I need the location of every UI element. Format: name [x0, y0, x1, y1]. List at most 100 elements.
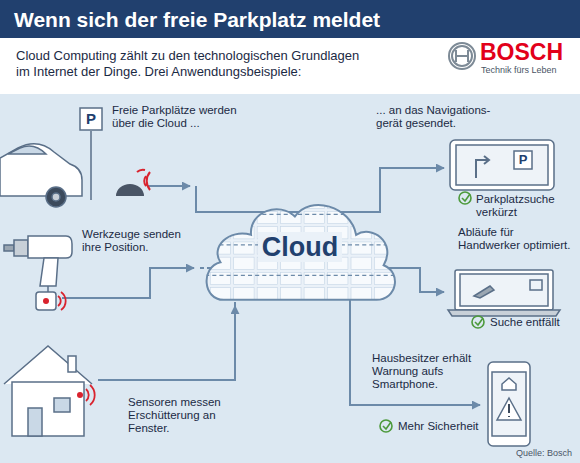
- cloud-grid: [351, 272, 371, 284]
- check-mark: [459, 192, 471, 204]
- bosch-logo-symbol: [449, 43, 475, 69]
- cloud-grid: [210, 288, 230, 300]
- step-text: Sensoren messen Erschütterung an Fenster…: [128, 396, 253, 435]
- cloud-grid: [234, 211, 254, 223]
- navigation-device: [456, 145, 548, 185]
- cloud-label: Cloud: [258, 232, 342, 262]
- laptop-illustration: [448, 310, 560, 316]
- parking-sensor: [116, 170, 150, 196]
- cloud-grid: [351, 242, 371, 254]
- cloud-grid: [198, 275, 402, 276]
- connector-line: [148, 185, 190, 187]
- position-tag: [58, 292, 66, 310]
- connector-line: [98, 306, 235, 380]
- cloud-grid: [234, 242, 254, 254]
- cloud-outline: [207, 205, 395, 300]
- step-text: Werkzeuge senden ihre Position.: [82, 228, 192, 254]
- drill-illustration: [40, 258, 58, 286]
- cloud-fill: [207, 205, 395, 300]
- source-note: Quelle: Bosch: [516, 448, 576, 459]
- parking-sensor: [137, 170, 150, 190]
- connector-line: [62, 268, 194, 298]
- cloud-grid: [210, 272, 230, 284]
- check-mark: [472, 316, 484, 328]
- cloud-shape: Cloud: [198, 186, 402, 308]
- house-illustration: [4, 346, 92, 384]
- step-text: Abläufe für Handwerker optimiert.: [458, 226, 573, 252]
- parking-sensor: [116, 184, 144, 196]
- smartphone-illustration: [508, 404, 510, 417]
- laptop-illustration: [460, 274, 548, 306]
- check-mark: [475, 318, 483, 325]
- cloud-grid: [304, 211, 324, 223]
- cloud-grid: [257, 196, 277, 208]
- laptop-illustration: [455, 270, 553, 310]
- cloud-grid: [257, 288, 277, 300]
- benefit-text: Suche entfällt: [490, 316, 575, 329]
- cloud-grid: [210, 196, 230, 208]
- cloud-grid: [257, 211, 277, 223]
- laptop-illustration: [448, 270, 560, 316]
- smartphone-illustration: [488, 362, 530, 446]
- bosch-logo-symbol: [456, 50, 468, 62]
- step-text: Freie Parkplätze werden über die Cloud .…: [112, 104, 237, 130]
- parking-sign: [80, 108, 102, 130]
- bosch-logo-symbol: [452, 46, 472, 66]
- position-tag: [43, 298, 49, 304]
- parking-sign: [80, 108, 102, 200]
- sign-letter: P: [80, 108, 102, 130]
- drill-illustration: [28, 236, 72, 258]
- navigation-device: [476, 156, 489, 178]
- drill-illustration: [14, 240, 28, 256]
- smartphone-illustration: [497, 398, 521, 420]
- cloud-grid: [257, 272, 277, 284]
- navigation-device: [450, 140, 554, 190]
- navigation-device: [514, 151, 532, 169]
- cloud-grid: [328, 211, 348, 223]
- cloud-grid: [351, 196, 371, 208]
- laptop-illustration: [474, 286, 494, 298]
- cloud-grid: [234, 272, 254, 284]
- parking-sign: [90, 131, 92, 200]
- window-sensor: [86, 385, 95, 405]
- car-illustration: [52, 193, 60, 201]
- cloud-grid: [198, 196, 402, 300]
- position-tag: [36, 292, 56, 310]
- cloud-grid: [281, 272, 301, 284]
- check-mark: [383, 422, 391, 429]
- house-illustration: [54, 398, 70, 412]
- cloud-grid: [198, 214, 402, 215]
- laptop-illustration: [530, 280, 542, 290]
- cloud-grid: [234, 196, 254, 208]
- house-illustration: [68, 356, 76, 372]
- window-sensor: [77, 392, 83, 398]
- sign-letter: P: [514, 151, 532, 169]
- cloud-grid: [234, 288, 254, 300]
- cloud-grid: [281, 288, 301, 300]
- cloud-grid: [281, 196, 301, 208]
- cloud-grid: [374, 196, 394, 208]
- cloud-grid: [374, 211, 394, 223]
- house-illustration: [28, 408, 42, 436]
- step-text: ... an das Navigations- gerät gesendet.: [376, 104, 516, 130]
- step-text: Hausbesitzer erhält Warnung aufs Smartph…: [372, 352, 480, 391]
- cloud-grid: [328, 272, 348, 284]
- car-illustration: [46, 187, 66, 207]
- cloud-grid: [234, 257, 254, 269]
- check-mark: [380, 420, 392, 432]
- smartphone-illustration: [488, 362, 530, 446]
- window-sensor: [77, 385, 95, 405]
- smartphone-illustration: [492, 372, 526, 436]
- brand-name: BOSCH: [480, 40, 575, 64]
- house-illustration: [12, 382, 84, 436]
- brand-slogan: Technik fürs Leben: [481, 65, 576, 75]
- cloud-grid: [351, 257, 371, 269]
- cloud-grid: [374, 272, 394, 284]
- cloud-grid: [304, 272, 324, 284]
- cloud-grid: [351, 211, 371, 223]
- drill-illustration: [4, 236, 72, 292]
- background-panel: [0, 94, 580, 463]
- navigation-device: [450, 140, 554, 190]
- car-illustration: [0, 144, 82, 207]
- house-illustration: [4, 346, 92, 436]
